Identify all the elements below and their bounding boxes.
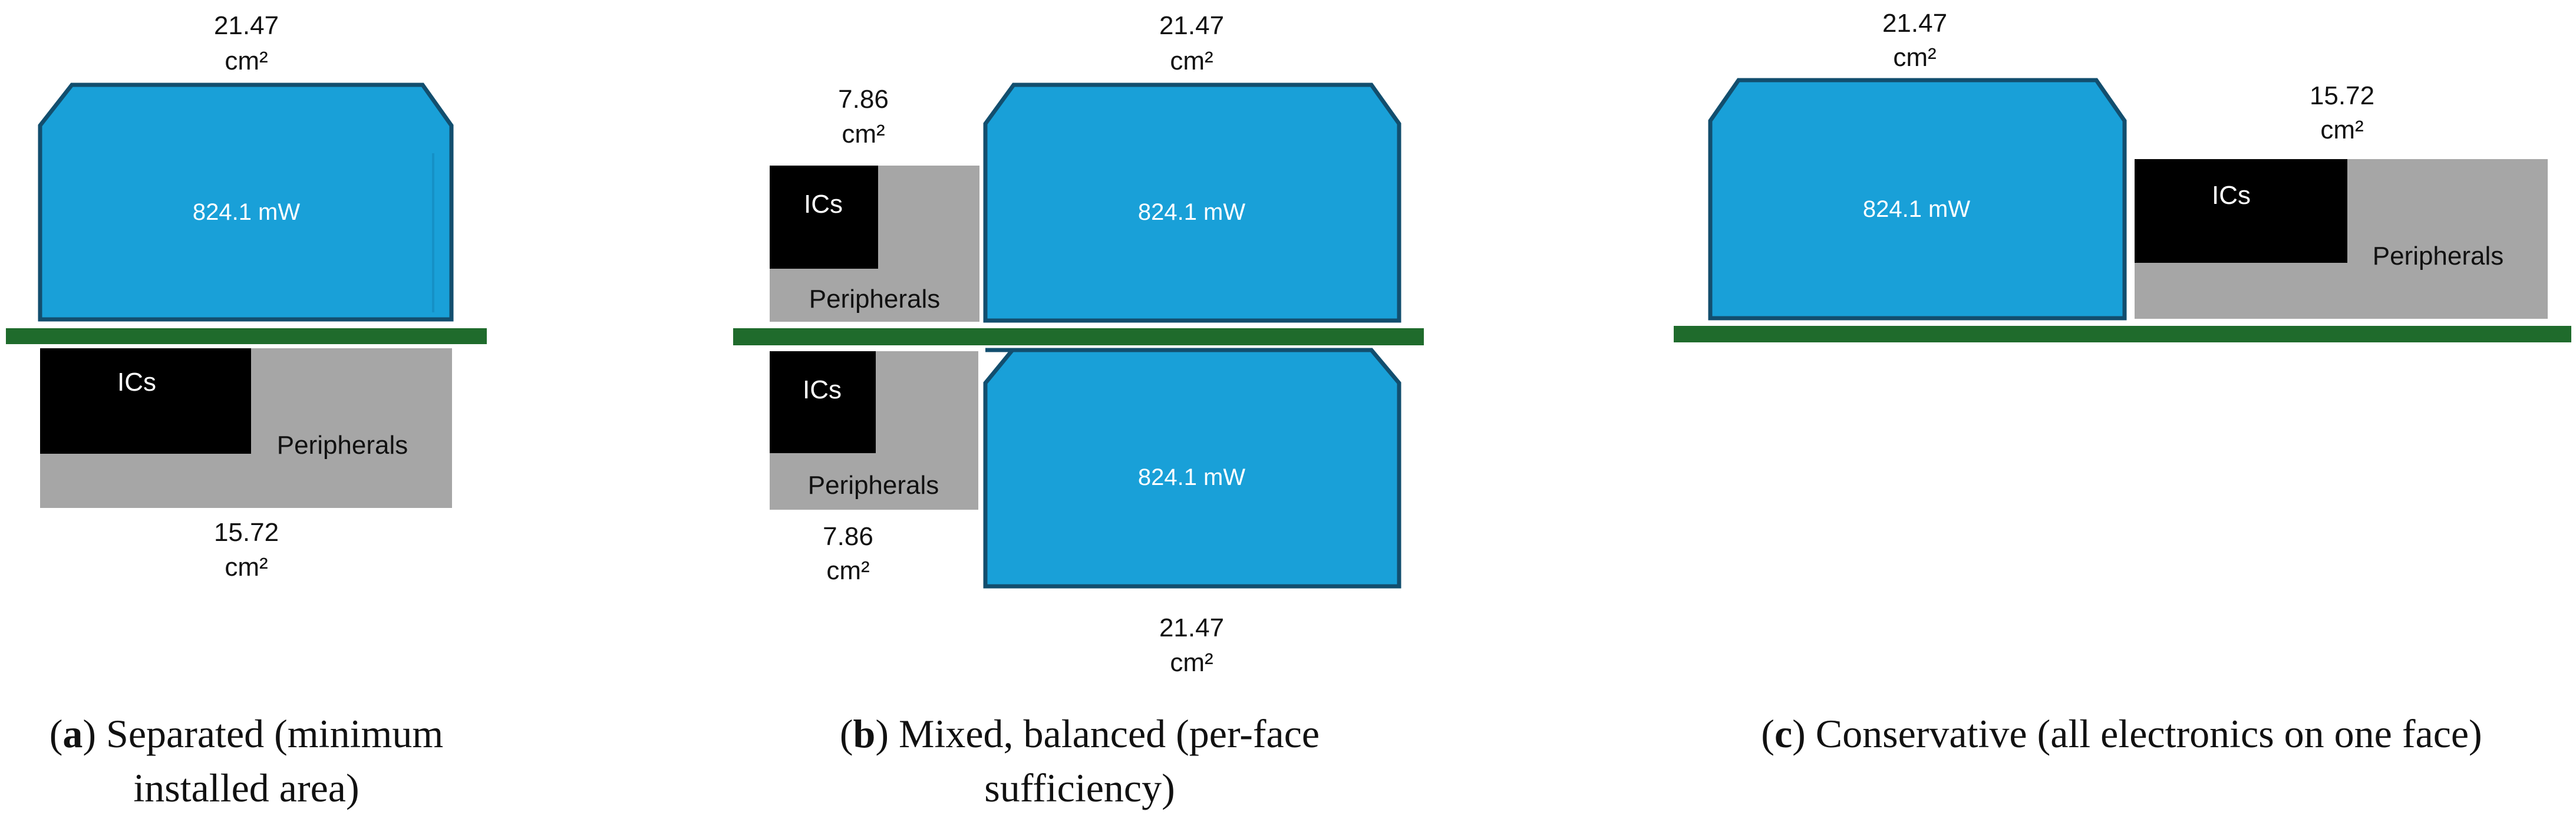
panel-b-ics-top-label: ICs xyxy=(804,190,843,219)
panel-b-electronics-bottom-area-unit: cm² xyxy=(826,556,869,585)
panel-b-board xyxy=(733,328,1424,345)
panel-c-caption-letter: c xyxy=(1774,711,1792,756)
panel-c-battery-top xyxy=(1708,78,2127,321)
panel-a-ics-bottom xyxy=(40,348,251,454)
panel-b-peripherals-bottom-label: Peripherals xyxy=(808,471,939,500)
panel-b-electronics-top-area-unit: cm² xyxy=(842,120,885,148)
panel-a-caption-letter: a xyxy=(62,711,83,756)
panel-b: 21.47 cm² 7.86 cm² ICs Peripherals 824.1… xyxy=(733,11,1424,810)
panel-a: 21.47 cm² 824.1 mW ICs Peripherals 15.72… xyxy=(6,11,487,810)
panel-a-electronics-area-value: 15.72 xyxy=(214,518,279,547)
panel-a-peripherals-label: Peripherals xyxy=(277,431,408,460)
panel-b-ics-top xyxy=(770,166,878,269)
panel-b-ics-bottom-label: ICs xyxy=(803,375,842,404)
panel-a-caption-line2: installed area) xyxy=(133,765,359,810)
panel-b-ics-bottom xyxy=(770,351,876,453)
panel-c-electronics-area-value: 15.72 xyxy=(2310,81,2374,110)
panel-b-caption-line1: (b) Mixed, balanced (per-face xyxy=(840,711,1320,756)
panel-a-ics-label: ICs xyxy=(117,368,156,397)
panel-c-electronics-area-unit: cm² xyxy=(2320,115,2363,144)
panel-b-battery-bottom-label: 824.1 mW xyxy=(1138,464,1246,490)
panel-c: 21.47 cm² 824.1 mW 15.72 cm² ICs Periphe… xyxy=(1674,9,2571,756)
panel-c-caption-line1: (c) Conservative (all electronics on one… xyxy=(1761,711,2482,756)
panel-c-ics-label: ICs xyxy=(2212,181,2251,210)
panel-a-electronics-area-unit: cm² xyxy=(225,553,268,582)
panel-c-board xyxy=(1674,326,2571,342)
panel-b-battery-bottom-area-value: 21.47 xyxy=(1159,613,1224,642)
panel-a-caption-text: ) Separated (minimum xyxy=(83,711,443,756)
panel-a-caption-line1: (a) Separated (minimum xyxy=(50,711,444,756)
panel-b-peripherals-top-label: Peripherals xyxy=(809,285,941,313)
panel-b-battery-top-area-value: 21.47 xyxy=(1159,11,1224,40)
panel-b-caption-line2: sufficiency) xyxy=(984,765,1175,810)
panel-c-battery-area-unit: cm² xyxy=(1893,43,1936,72)
panel-c-battery-area-value: 21.47 xyxy=(1882,9,1947,38)
panel-c-peripherals-label: Peripherals xyxy=(2373,242,2504,270)
panel-b-caption-text: ) Mixed, balanced (per-face xyxy=(875,711,1320,756)
panel-a-board xyxy=(6,328,487,344)
panel-b-caption-letter: b xyxy=(853,711,876,756)
panel-b-battery-bottom-area-unit: cm² xyxy=(1170,648,1213,677)
panel-c-battery-label: 824.1 mW xyxy=(1863,196,1971,222)
panel-b-electronics-bottom-area-value: 7.86 xyxy=(823,522,873,551)
panel-b-electronics-top-area-value: 7.86 xyxy=(838,85,889,114)
panel-a-battery-area-value: 21.47 xyxy=(214,11,279,40)
panel-a-battery-area-unit: cm² xyxy=(225,47,268,75)
panel-a-battery-top-label: 824.1 mW xyxy=(193,199,301,225)
panel-a-battery-top xyxy=(38,82,454,322)
panel-c-caption-text: ) Conservative (all electronics on one f… xyxy=(1792,711,2482,756)
panel-b-battery-top xyxy=(983,82,1401,323)
panel-c-ics-top xyxy=(2135,159,2347,263)
panel-b-battery-bottom xyxy=(983,348,1401,589)
panel-b-battery-top-area-unit: cm² xyxy=(1170,47,1213,75)
panel-b-battery-top-label: 824.1 mW xyxy=(1138,199,1246,225)
